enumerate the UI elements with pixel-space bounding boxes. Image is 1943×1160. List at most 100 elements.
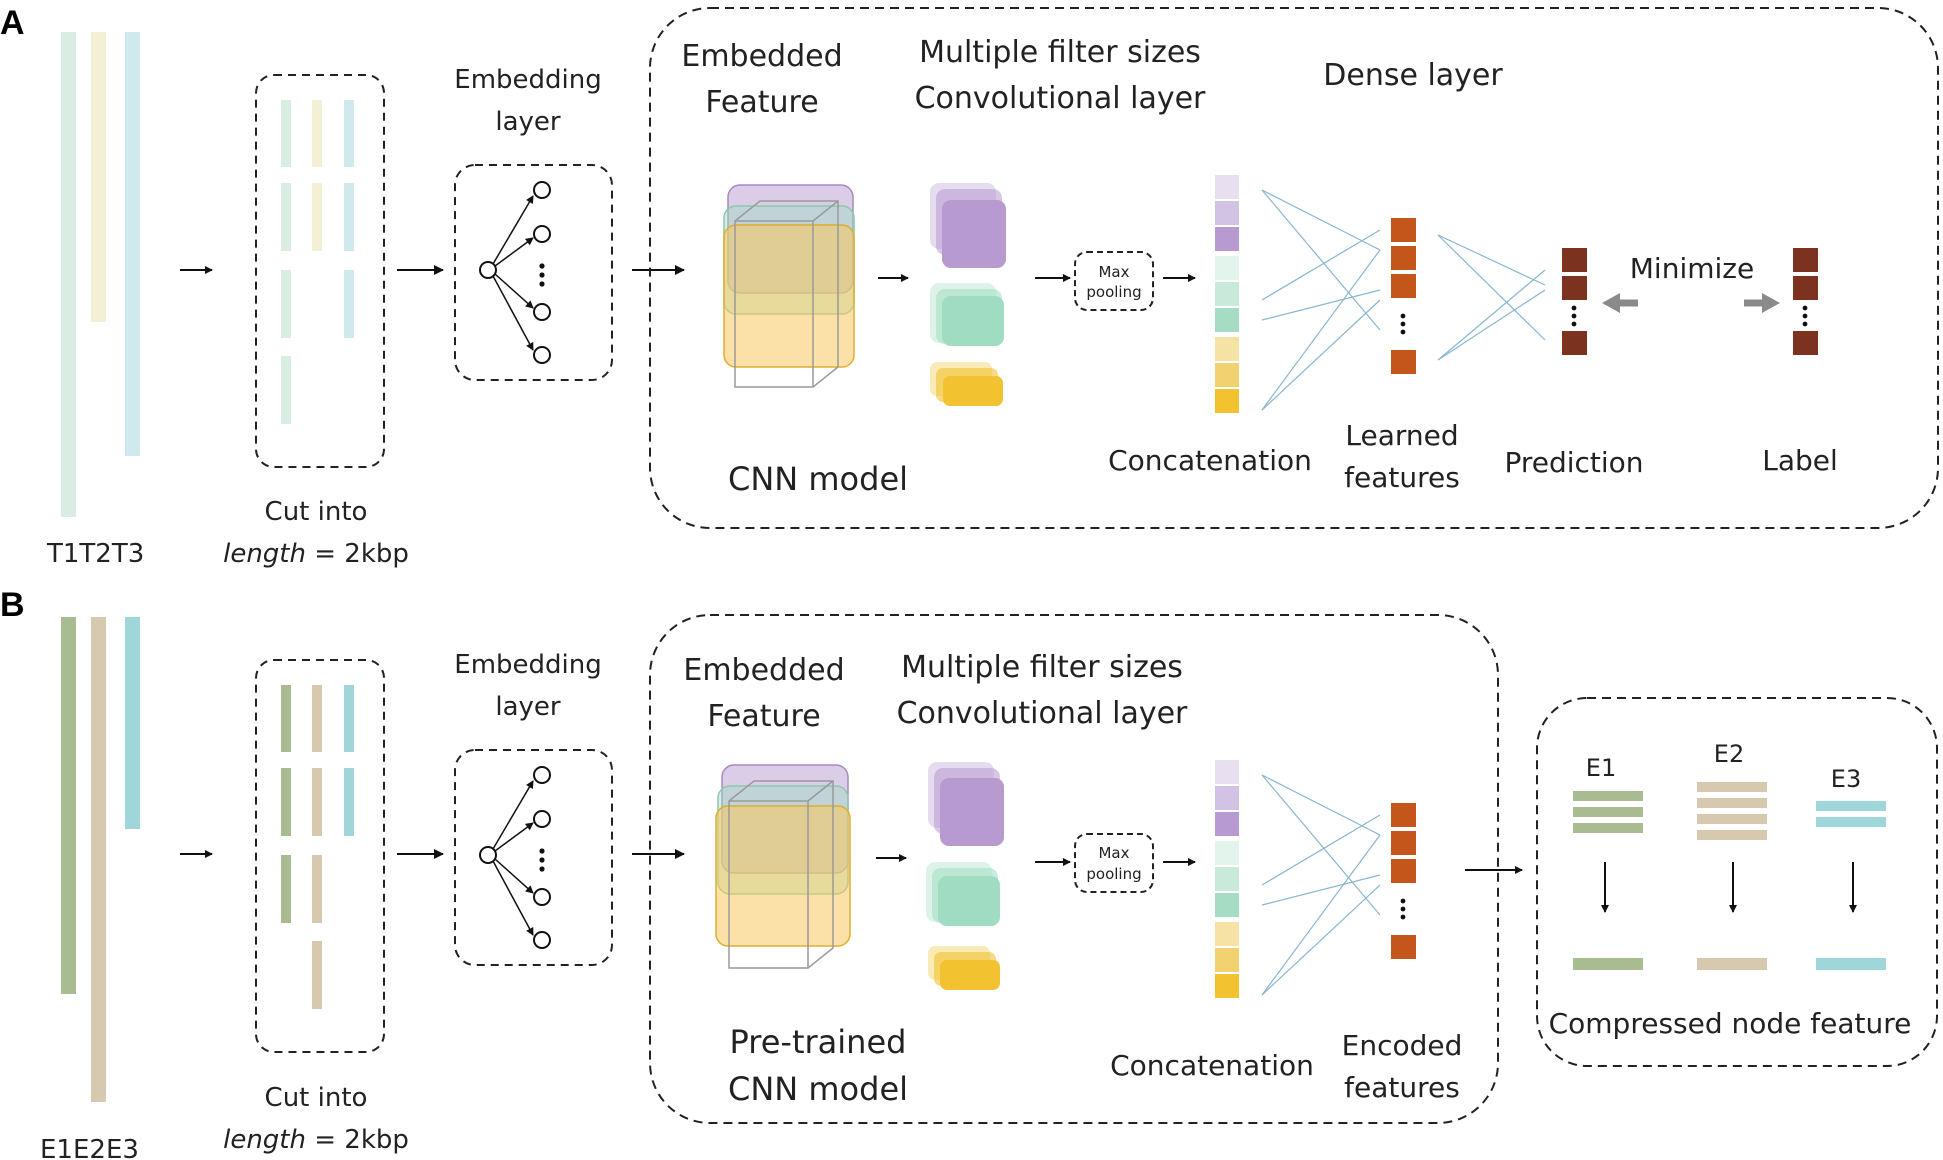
panel-a-maxpool-line2: pooling (1086, 283, 1141, 301)
compressed-e3-label: E3 (1831, 765, 1861, 793)
compressed-e1-bar (1573, 958, 1643, 970)
feature-bar (1816, 817, 1886, 827)
ellipsis-dot (1400, 313, 1406, 319)
panel-a-learned-features (1391, 218, 1416, 374)
concat-cell (1215, 256, 1239, 280)
track-e3 (125, 617, 140, 829)
segment (281, 768, 291, 836)
ellipsis-dot (539, 857, 545, 863)
track-t3 (125, 32, 140, 456)
purple-map (942, 200, 1006, 268)
edge (492, 275, 534, 351)
ellipsis-dot (1802, 313, 1808, 319)
panel-b-filter-line2: Convolutional layer (897, 696, 1188, 731)
panel-b-cut-box (255, 659, 385, 1053)
feature-bar (1573, 807, 1643, 817)
weight (1261, 774, 1381, 836)
minimize-arrow-left (1602, 293, 1638, 313)
panel-a-minimize-label: Minimize (1630, 252, 1754, 285)
input-node (479, 261, 497, 279)
weight (1261, 249, 1381, 411)
panel-a-dense-weights (1261, 189, 1546, 411)
segment (312, 768, 322, 836)
panel-b-letter: B (0, 586, 25, 624)
panel-a-learned-line2: features (1344, 461, 1460, 494)
concat-cell (1215, 337, 1239, 361)
ellipsis-dot (539, 848, 545, 854)
output-node (533, 181, 551, 199)
ellipsis-dot (539, 866, 545, 872)
concat-cell (1215, 227, 1239, 251)
weight (1261, 189, 1381, 331)
purple-map (940, 778, 1004, 846)
feature-cell (1391, 246, 1416, 270)
concat-cell (1215, 786, 1239, 810)
panel-a-cut-label: Cut into (265, 497, 368, 527)
panel-a-dense-label: Dense layer (1323, 58, 1503, 93)
panel-b-encoded-features (1391, 803, 1416, 959)
concat-cell (1215, 867, 1239, 891)
concat-cell (1215, 974, 1239, 998)
weight (1261, 189, 1381, 251)
feature-cell (1391, 803, 1416, 827)
output-node (533, 810, 551, 828)
ellipsis-dot (1400, 329, 1406, 335)
output-node (533, 225, 551, 243)
panel-a-filter-line2: Convolutional layer (915, 81, 1206, 116)
ellipsis-dot (1400, 906, 1406, 912)
output-node (533, 303, 551, 321)
feature-cell (1391, 859, 1416, 883)
concat-cell (1215, 201, 1239, 225)
panel-b-concatenation-label: Concatenation (1110, 1049, 1314, 1082)
panel-b-track-labels: E1E2E3 (40, 1135, 139, 1160)
panel-b-maxpool-box (1074, 833, 1154, 893)
panel-a-track-labels: T1T2T3 (46, 539, 144, 569)
feature-cell (1391, 274, 1416, 298)
concat-cell (1215, 922, 1239, 946)
ellipsis-dot (1400, 898, 1406, 904)
edge (492, 780, 534, 850)
feature-bar (1697, 782, 1767, 792)
ellipsis-dot (1802, 321, 1808, 327)
panel-a-label-label: Label (1762, 444, 1838, 477)
output-node (533, 931, 551, 949)
segment (312, 183, 322, 251)
edge (494, 822, 534, 852)
panel-b-embedding-line1: Embedding (454, 650, 601, 680)
panel-b-embedded-line2: Feature (707, 699, 820, 734)
panel-a-input-tracks (61, 32, 140, 517)
edge (494, 237, 534, 267)
output-node (533, 888, 551, 906)
panel-a-prediction (1562, 248, 1587, 355)
segment (281, 356, 291, 424)
weight (1437, 269, 1546, 361)
mint-map (942, 296, 1004, 346)
track-t1 (61, 32, 76, 517)
panel-b-concat-column (1215, 760, 1239, 998)
gold-map (943, 376, 1003, 406)
panel-b-dense-weights (1261, 774, 1381, 996)
concat-cell (1215, 841, 1239, 865)
feature-bar (1816, 801, 1886, 811)
panel-b-embedding-line2: layer (495, 692, 561, 722)
panel-a-maxpool-line1: Max (1098, 263, 1129, 281)
weight (1437, 234, 1546, 341)
panel-a-model-box (649, 7, 1939, 529)
feature-bar (1573, 791, 1643, 801)
segment (344, 100, 354, 167)
segment (281, 183, 291, 251)
ellipsis-dot (539, 272, 545, 278)
cut-length-italic: length (223, 539, 306, 569)
feature-bar (1697, 814, 1767, 824)
weight (1261, 229, 1381, 301)
segment (312, 100, 322, 167)
prediction-cell (1562, 331, 1587, 355)
ellipsis-dot (539, 263, 545, 269)
cut-length-rest: = 2kbp (306, 539, 409, 569)
panel-a-embedding-box (454, 164, 613, 381)
panel-a-learned-line1: Learned (1345, 419, 1458, 452)
minimize-arrow-right (1744, 293, 1780, 313)
feature-bar (1697, 830, 1767, 840)
feature-cell (1391, 831, 1416, 855)
input-node (479, 846, 497, 864)
